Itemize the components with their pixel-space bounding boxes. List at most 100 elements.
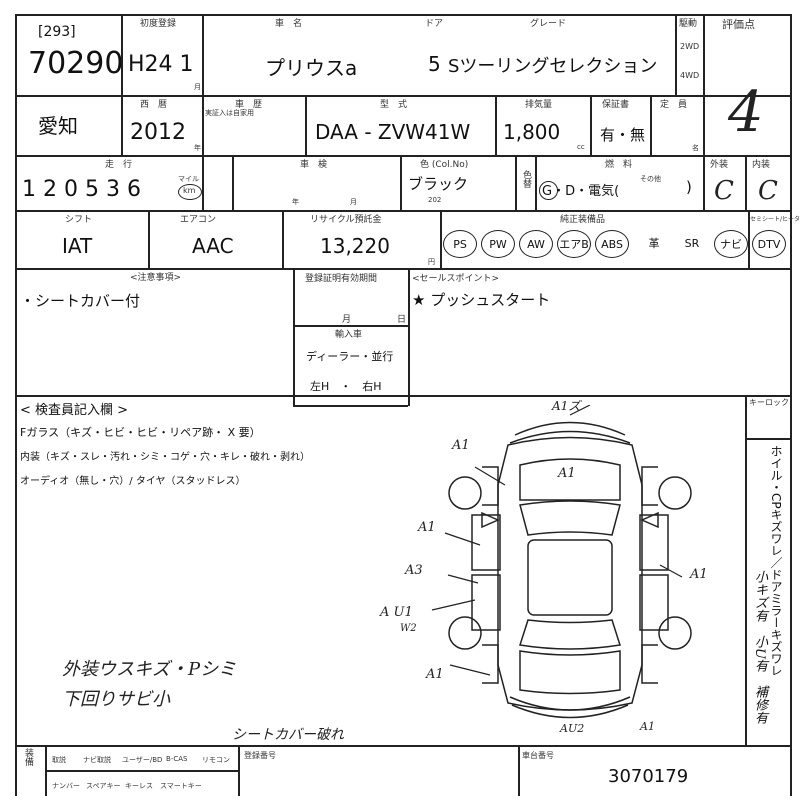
footer-r2-2: キーレス [125,782,153,790]
label-keyless: キーロック [749,398,789,407]
v-r4-c [440,210,442,268]
footer-label-chassis: 車台番号 [522,751,554,760]
v-f-c [518,745,520,796]
equip-leather-label: 革 [648,237,660,250]
label-seat: セミシート/ヒーター [750,216,800,223]
frame-right [790,14,792,796]
color: ブラック [408,175,469,193]
equip-sr: SR [676,230,708,256]
h-f-a [45,770,238,772]
mark-5: A U1 [380,605,413,620]
v-r3-c [400,155,402,210]
line-r5 [15,395,790,397]
v-r1-d [703,14,705,155]
hand-note-2: 下回りサビ小 [62,689,170,710]
v-r3-g [745,155,747,210]
footer-r1-2: ユーザー/BD [122,756,163,764]
hand-note-3: シートカバー破れ [232,727,344,743]
label-year: 西 暦 [140,100,168,110]
equip-sr-label: SR [684,236,700,250]
line-r6 [15,745,790,747]
mark-4: A3 [405,563,423,578]
recycle: 13,220 [320,234,390,258]
label-score: 評価点 [722,18,755,31]
footer-r2-1: スペアキー [86,782,121,790]
door: 5 [428,52,441,76]
mark-10: AU2 [560,722,585,735]
mark-9: A1 [640,720,655,733]
drive-4wd: 4WD [680,71,700,80]
car-name: プリウスa [265,56,358,80]
label-shift: シフト [65,215,93,225]
sales: ★ プッシュスタート [412,291,551,309]
score: 4 [728,80,764,145]
unit-mile: マイル [178,175,199,183]
displacement: 1,800 [503,120,561,144]
aircon: AAC [192,234,234,258]
v-r4-b [282,210,284,268]
equip-pw-label: PW [489,237,507,251]
unit-cc: cc [577,143,585,151]
v-r3-a [202,155,204,210]
line-r1 [15,95,790,97]
chassis-note: 実証入は自家用 [205,109,254,117]
label-warranty: 保証書 [602,100,630,110]
inspector-line3: オーディオ（無し・穴）/ タイヤ（スタッドレス） [20,476,246,487]
fuel-close: ) [686,178,692,196]
h-side [745,438,790,440]
reg-month: 月 [342,315,352,325]
inspector-title: < 検査員記入欄 > [20,403,129,418]
equip-navi-label: ナビ [720,238,742,251]
v-r1-c [675,14,677,95]
label-model: 型 式 [380,100,408,110]
label-grade: グレード [530,19,567,29]
label-inspection-month: 月 [350,198,357,206]
label-drive: 駆動 [679,19,698,29]
hand-note-1: 外装ウスキズ・Pシミ [62,659,237,680]
line-r2 [15,155,790,157]
footer-r1-1: ナビ取説 [83,756,111,764]
chassis-no: 3070179 [608,766,689,787]
footer-r2-3: スマートキー [160,782,202,790]
label-color-change: 色替 [521,170,531,188]
mark-8: A1 [690,567,708,582]
footer-r1-4: リモコン [202,756,230,764]
fuel-other: その他 [640,175,661,183]
label-displacement: 排気量 [525,100,553,110]
equip-airbag: エアB [557,230,591,258]
footer-label: 装備 [23,748,33,766]
region: 愛知 [38,114,78,138]
v-r3-d [515,155,517,210]
v-r4-d [748,210,750,268]
label-caution: <注意事項> [130,273,182,283]
side-hand-vertical: 小キズ有 小U有 補修有 [752,570,767,724]
v-r2-c [590,95,592,155]
color-code: 202 [428,196,442,204]
reg-day: 日 [397,315,407,325]
equip-navi: ナビ [714,230,748,258]
v-r2-b [495,95,497,155]
unit-yen: 円 [428,258,435,266]
label-inspection: 車 検 [300,160,328,170]
mark-top: A1ズ [552,399,581,413]
mark-2: A1 [418,520,436,535]
v-r5-b [408,268,410,406]
mark-3: A1 [558,466,576,481]
label-inspection-year: 年 [292,198,299,206]
label-interior: 内装 [752,160,771,170]
label-fuel: 燃 料 [605,160,633,170]
label-color: 色 (Col.No) [420,160,469,170]
inspector-line2: 内装（キズ・スレ・汚れ・シミ・コゲ・穴・キレ・破れ・剥れ） [20,452,310,463]
label-exterior: 外装 [710,160,729,170]
equip-leather: 革 [638,230,670,256]
equip-abs-label: ABS [601,237,623,251]
v-r1-b [202,14,204,155]
unit-km: km [183,186,196,195]
exterior: C [714,176,734,206]
car-diagram [431,405,692,719]
frame-left [15,14,17,796]
label-recycle: リサイクル預託金 [310,215,382,225]
line-r3 [15,210,790,212]
label-month: 月 [194,83,201,91]
v-r2-d [650,95,652,155]
